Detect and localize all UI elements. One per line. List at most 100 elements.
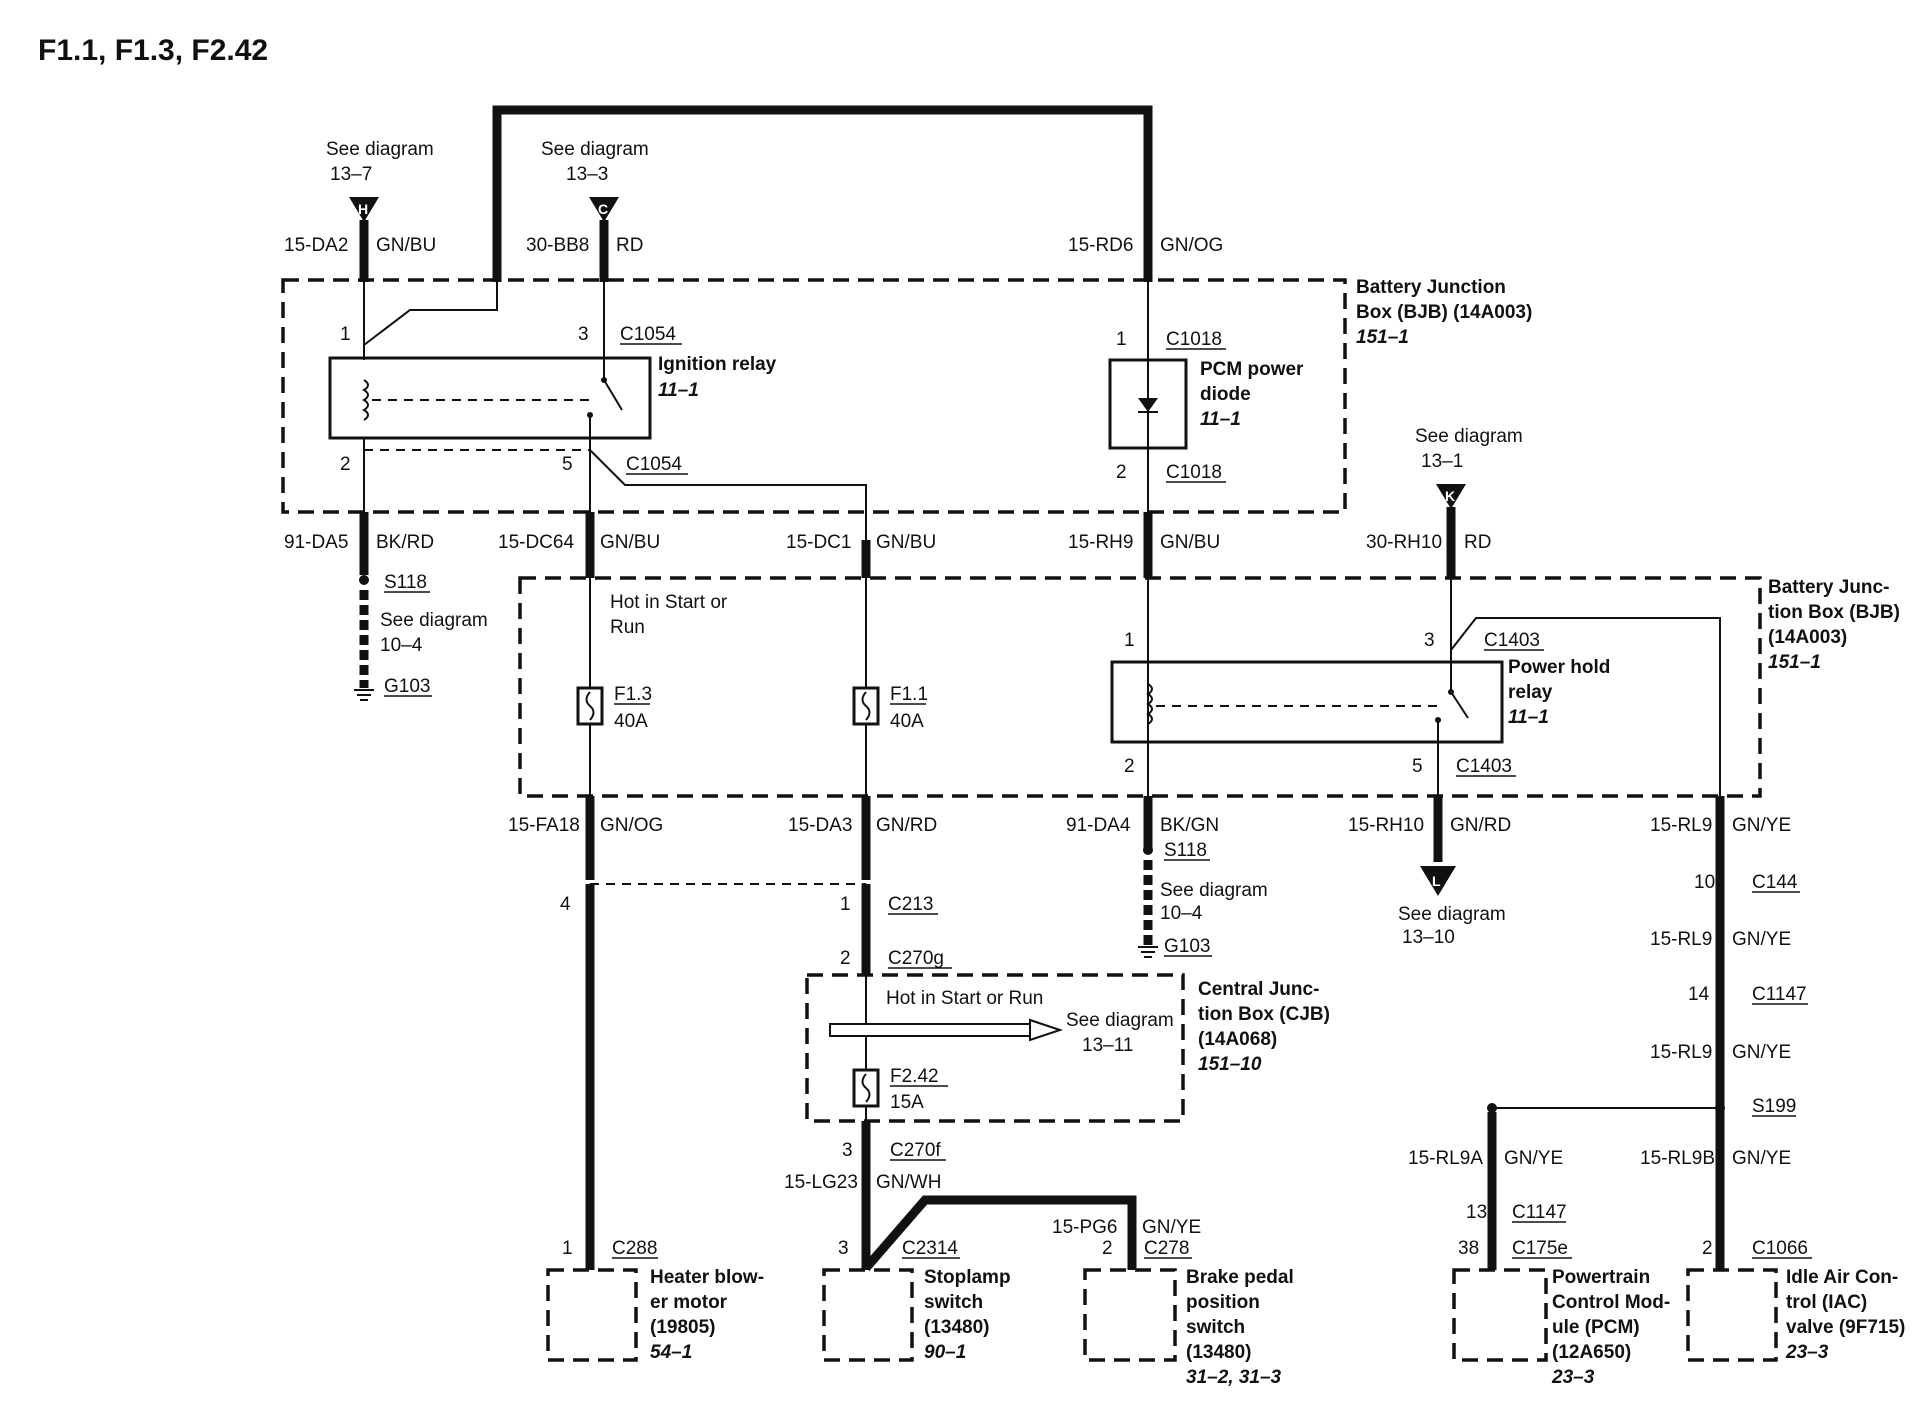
- ign-relay-conn-bot-label: C1054: [626, 454, 682, 475]
- cjb-hot-label: Hot in Start or Run: [886, 988, 1043, 1009]
- wires-w5-circuit-label: 15-DC64: [498, 532, 574, 553]
- wires-w5-color-label: GN/BU: [600, 532, 660, 553]
- ref-arrow-c: See diagram 13–3 C: [541, 139, 649, 222]
- connectors-c278-pin-label: 2: [1102, 1238, 1113, 1259]
- power-hold-pin1-label: 1: [1124, 630, 1135, 651]
- cjb-box: [805, 973, 1185, 1123]
- refs-cjb-see-label: See diagram: [1066, 1010, 1174, 1031]
- grounds-g103a-label: G103: [384, 676, 430, 697]
- ign-relay-ref-label: 11–1: [658, 380, 699, 401]
- splices-s199-label: S199: [1752, 1096, 1796, 1117]
- power-hold-name2-label: relay: [1508, 682, 1553, 703]
- powertrain-control-module: 38 C175e Powertrain Control Mod- ule (PC…: [1452, 1238, 1670, 1388]
- wires-w18-circuit-label: 15-RL9A: [1408, 1148, 1483, 1169]
- bjb-mid-name1-label: Battery Junc-: [1768, 577, 1889, 598]
- fuses-f13-name-label: F1.3: [614, 684, 652, 705]
- wire-15-pg6: [862, 1195, 1137, 1271]
- power-hold-ref-label: 11–1: [1508, 707, 1549, 728]
- pcm-power-diode: [1108, 282, 1188, 540]
- cjb-name1-label: Central Junc-: [1198, 979, 1319, 1000]
- idle-air-control-valve: 2 C1066 Idle Air Con- trol (IAC) valve (…: [1686, 1238, 1905, 1363]
- connectors-c175e-pin-label: 38: [1458, 1238, 1479, 1259]
- ign-relay-pin3-label: 3: [578, 324, 589, 345]
- components-stoplamp-l3-label: (13480): [924, 1317, 990, 1338]
- fuses-f11-amps-label: 40A: [890, 711, 924, 732]
- wires-w19-circuit-label: 15-RL9B: [1640, 1148, 1715, 1169]
- wires-w6-circuit-label: 15-DC1: [786, 532, 851, 553]
- wires-w17-circuit-label: 15-PG6: [1052, 1217, 1117, 1238]
- cjb-ref-label: 151–10: [1198, 1054, 1262, 1075]
- fuse-f1-1: [852, 578, 880, 796]
- cjb-name2-label: tion Box (CJB): [1198, 1004, 1330, 1025]
- pcm-diode-name1-label: PCM power: [1200, 359, 1304, 380]
- pcm-diode-name2-label: diode: [1200, 384, 1251, 405]
- wires-w2-color-label: RD: [616, 235, 643, 256]
- bjb-mid-name2-label: tion Box (BJB): [1768, 602, 1900, 623]
- components-brake-l1-label: Brake pedal: [1186, 1267, 1294, 1288]
- heater-blower-motor: 1 C288 Heater blow- er motor (19805) 54–…: [546, 1238, 764, 1363]
- refs-k-num-label: 13–1: [1421, 451, 1463, 472]
- connectors-c2314-pin-label: 3: [838, 1238, 849, 1259]
- wires-w9-circuit-label: 15-FA18: [508, 815, 580, 836]
- ign-relay-pin5-label: 5: [562, 454, 573, 475]
- power-hold-pin5-label: 5: [1412, 756, 1423, 777]
- cjb-name3-label: (14A068): [1198, 1029, 1277, 1050]
- refs-g2-see-label: See diagram: [1160, 880, 1268, 901]
- wires-w11-circuit-label: 91-DA4: [1066, 815, 1131, 836]
- components-blower-l1-label: Heater blow-: [650, 1267, 764, 1288]
- components-pcm-l1-label: Powertrain: [1552, 1267, 1650, 1288]
- refs-cjb-num-label: 13–11: [1082, 1035, 1133, 1056]
- page-title: F1.1, F1.3, F2.42: [38, 34, 268, 67]
- components-stoplamp-l2-label: switch: [924, 1292, 983, 1313]
- components-pcm-l2-label: Control Mod-: [1552, 1292, 1670, 1313]
- wires-w7-circuit-label: 15-RH9: [1068, 532, 1133, 553]
- bjb-mid-name3-label: (14A003): [1768, 627, 1847, 648]
- power-hold-name1-label: Power hold: [1508, 657, 1610, 678]
- connectors-c288-pin-label: 1: [562, 1238, 573, 1259]
- ign-relay-pin1-label: 1: [340, 324, 351, 345]
- refs-l-num-label: 13–10: [1402, 927, 1455, 948]
- refs-c-num-label: 13–3: [566, 164, 608, 185]
- components-iac-l3-label: valve (9F715): [1786, 1317, 1905, 1338]
- connectors-c1066-pin-label: 2: [1702, 1238, 1713, 1259]
- wires-w16-circuit-label: 15-LG23: [784, 1172, 858, 1193]
- ground-s118-g103-mid: [1138, 845, 1158, 958]
- ignition-relay: [328, 282, 867, 540]
- wires-w19-color-label: GN/YE: [1732, 1148, 1791, 1169]
- bjb-mid-box: [518, 576, 1762, 798]
- power-hold-pin2-label: 2: [1124, 756, 1135, 777]
- wires-w1-circuit-label: 15-DA2: [284, 235, 348, 256]
- wires-w11-color-label: BK/GN: [1160, 815, 1219, 836]
- refs-g1-num-label: 10–4: [380, 635, 423, 656]
- refs-g1-see-label: See diagram: [380, 610, 488, 631]
- components-brake-l2-label: position: [1186, 1292, 1260, 1313]
- components-brake-ref-label: 31–2, 31–3: [1186, 1367, 1282, 1388]
- connectors-c1147b-pin-label: 13: [1466, 1202, 1487, 1223]
- hot-mid-line1-label: Hot in Start or: [610, 592, 728, 613]
- wires-w2-circuit-label: 30-BB8: [526, 235, 589, 256]
- connectors-c270g-pin-label: 2: [840, 948, 851, 969]
- pcm-diode-ref-label: 11–1: [1200, 409, 1241, 430]
- connectors-c175e-name-label: C175e: [1512, 1238, 1568, 1259]
- components-brake-l3-label: switch: [1186, 1317, 1245, 1338]
- connectors-c278-name-label: C278: [1144, 1238, 1189, 1259]
- wire-15-rd6: [492, 105, 1153, 282]
- splices-s118a-label: S118: [384, 572, 427, 593]
- connectors-c2314-name-label: C2314: [902, 1238, 958, 1259]
- cjb-internals: [829, 975, 1064, 1121]
- wires-w9-color-label: GN/OG: [600, 815, 663, 836]
- components-pcm-ref-label: 23–3: [1551, 1367, 1595, 1388]
- wires-w15-color-label: GN/YE: [1732, 1042, 1791, 1063]
- refs-c-see-label: See diagram: [541, 139, 649, 160]
- wires-w3-circuit-label: 15-RD6: [1068, 235, 1133, 256]
- ref-arrow-h: See diagram 13–7 H: [326, 139, 434, 222]
- refs-h-see-label: See diagram: [326, 139, 434, 160]
- wires-w13-color-label: GN/YE: [1732, 815, 1791, 836]
- stoplamp-switch: 3 C2314 Stoplamp switch (13480) 90–1: [822, 1238, 1011, 1363]
- wires-w12-circuit-label: 15-RH10: [1348, 815, 1424, 836]
- wires-w4-color-label: BK/RD: [376, 532, 434, 553]
- components-stoplamp-l1-label: Stoplamp: [924, 1267, 1011, 1288]
- refs-l-see-label: See diagram: [1398, 904, 1506, 925]
- refs-h-letter-label: H: [358, 201, 368, 217]
- connectors-c1147a-pin-label: 14: [1688, 984, 1710, 1005]
